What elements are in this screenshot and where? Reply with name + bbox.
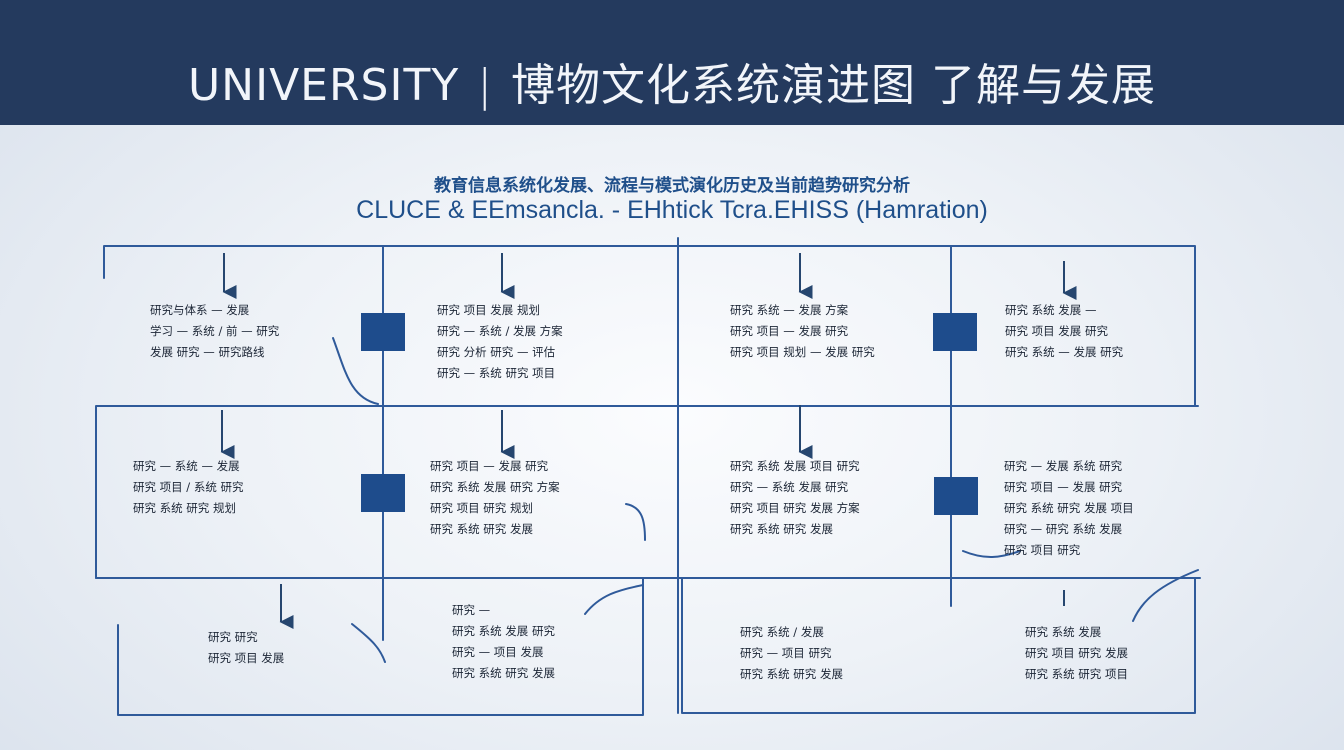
cell-line: 研究 系统 研究 发展 (452, 666, 555, 680)
cell-r3c4: 研究 系统 发展 研究 项目 研究 发展 研究 系统 研究 项目 (1025, 622, 1128, 685)
marker-square-1 (361, 313, 405, 351)
cell-r2c1: 研究 — 系统 — 发展 研究 项目 / 系统 研究 研究 系统 研究 规划 (133, 456, 244, 519)
cell-line: 研究 项目 发展 (208, 651, 285, 665)
cell-line: 研究 — 项目 发展 (452, 645, 544, 659)
cell-r3c3: 研究 系统 / 发展 研究 — 项目 研究 研究 系统 研究 发展 (740, 622, 843, 685)
cell-line: 研究 — 项目 研究 (740, 646, 832, 660)
title-right: 博物文化系统演进图 了解与发展 (511, 60, 1157, 111)
cell-r2c3: 研究 系统 发展 项目 研究 研究 — 系统 发展 研究 研究 项目 研究 发展… (730, 456, 860, 540)
curve-2 (351, 623, 386, 663)
cell-line: 研究 系统 研究 发展 (430, 522, 533, 536)
curve-6 (1132, 569, 1199, 622)
cell-line: 研究 项目 研究 发展 (1025, 646, 1128, 660)
cell-r2c2: 研究 项目 — 发展 研究 研究 系统 发展 研究 方案 研究 项目 研究 规划… (430, 456, 560, 540)
cell-line: 研究 — 系统 研究 项目 (437, 366, 556, 380)
cell-line: 研究 研究 (208, 630, 258, 644)
marker-square-3 (361, 474, 405, 512)
curve-3 (584, 584, 644, 615)
cell-line: 研究 项目 发展 研究 (1005, 324, 1108, 338)
cell-line: 发展 研究 — 研究路线 (150, 345, 265, 359)
cell-line: 研究 项目 — 发展 研究 (1004, 480, 1123, 494)
cell-line: 研究 系统 研究 发展 项目 (1004, 501, 1134, 515)
header-banner: UNIVERSITY | 博物文化系统演进图 了解与发展 (0, 0, 1344, 125)
cell-line: 研究 系统 研究 发展 (730, 522, 833, 536)
cell-r2c4: 研究 — 发展 系统 研究 研究 项目 — 发展 研究 研究 系统 研究 发展 … (1004, 456, 1134, 561)
cell-line: 研究 项目 规划 — 发展 研究 (730, 345, 875, 359)
cell-line: 研究 系统 — 发展 方案 (730, 303, 849, 317)
cell-line: 研究 项目 — 发展 研究 (430, 459, 549, 473)
cell-line: 研究 系统 — 发展 研究 (1005, 345, 1124, 359)
frame-bottom-left (117, 577, 644, 716)
curve-4 (625, 503, 646, 541)
cell-line: 研究 — (452, 603, 491, 617)
cell-line: 研究 系统 研究 项目 (1025, 667, 1128, 681)
cell-line: 研究 分析 研究 — 评估 (437, 345, 556, 359)
frame-middle-row (95, 405, 1199, 579)
cell-r3c1: 研究 研究 研究 项目 发展 (208, 627, 284, 669)
cell-r1c3: 研究 系统 — 发展 方案 研究 项目 — 发展 研究 研究 项目 规划 — 发… (730, 300, 875, 363)
curve-5 (962, 550, 1021, 558)
title-separator: | (477, 60, 494, 111)
cell-line: 研究 系统 / 发展 (740, 625, 824, 639)
cell-r3c2: 研究 — 研究 系统 发展 研究 研究 — 项目 发展 研究 系统 研究 发展 (452, 600, 555, 684)
subtitle-line-1: 教育信息系统化发展、流程与模式演化历史及当前趋势研究分析 (434, 176, 910, 196)
frame-top-row (103, 245, 1196, 407)
marker-square-2 (933, 313, 977, 351)
page-title: UNIVERSITY | 博物文化系统演进图 了解与发展 (0, 56, 1344, 116)
frame-bottom-right (681, 577, 1196, 714)
cell-line: 研究 项目 — 发展 研究 (730, 324, 849, 338)
cell-line: 研究 — 系统 发展 研究 (730, 480, 849, 494)
cell-line: 研究 项目 研究 规划 (430, 501, 533, 515)
cell-line: 研究 — 系统 — 发展 (133, 459, 240, 473)
cell-line: 研究 系统 研究 发展 (740, 667, 843, 681)
curve-1 (332, 337, 379, 405)
cell-line: 研究 系统 发展 (1025, 625, 1102, 639)
cell-line: 研究 系统 发展 研究 方案 (430, 480, 560, 494)
cell-line: 研究 — 系统 / 发展 方案 (437, 324, 563, 338)
cell-line: 研究 项目 发展 规划 (437, 303, 540, 317)
marker-square-4 (934, 477, 978, 515)
cell-r1c1: 研究与体系 — 发展 学习 — 系统 / 前 — 研究 发展 研究 — 研究路线 (150, 300, 279, 363)
cell-line: 研究 项目 研究 (1004, 543, 1081, 557)
cell-line: 研究 系统 研究 规划 (133, 501, 236, 515)
cell-line: 研究 — 研究 系统 发展 (1004, 522, 1123, 536)
cell-line: 研究 系统 发展 项目 研究 (730, 459, 860, 473)
subtitle-line-2: CLUCE & EEmsancla. - EHhtick Tcra.EHISS … (356, 196, 988, 224)
title-left: UNIVERSITY (187, 60, 460, 111)
cell-line: 研究与体系 — 发展 (150, 303, 250, 317)
cell-r1c2: 研究 项目 发展 规划 研究 — 系统 / 发展 方案 研究 分析 研究 — 评… (437, 300, 563, 384)
cell-r1c4: 研究 系统 发展 — 研究 项目 发展 研究 研究 系统 — 发展 研究 (1005, 300, 1123, 363)
cell-line: 研究 项目 研究 发展 方案 (730, 501, 860, 515)
cell-line: 研究 — 发展 系统 研究 (1004, 459, 1123, 473)
cell-line: 研究 项目 / 系统 研究 (133, 480, 244, 494)
cell-line: 研究 系统 发展 研究 (452, 624, 555, 638)
cell-line: 研究 系统 发展 — (1005, 303, 1097, 317)
cell-line: 学习 — 系统 / 前 — 研究 (150, 324, 280, 338)
